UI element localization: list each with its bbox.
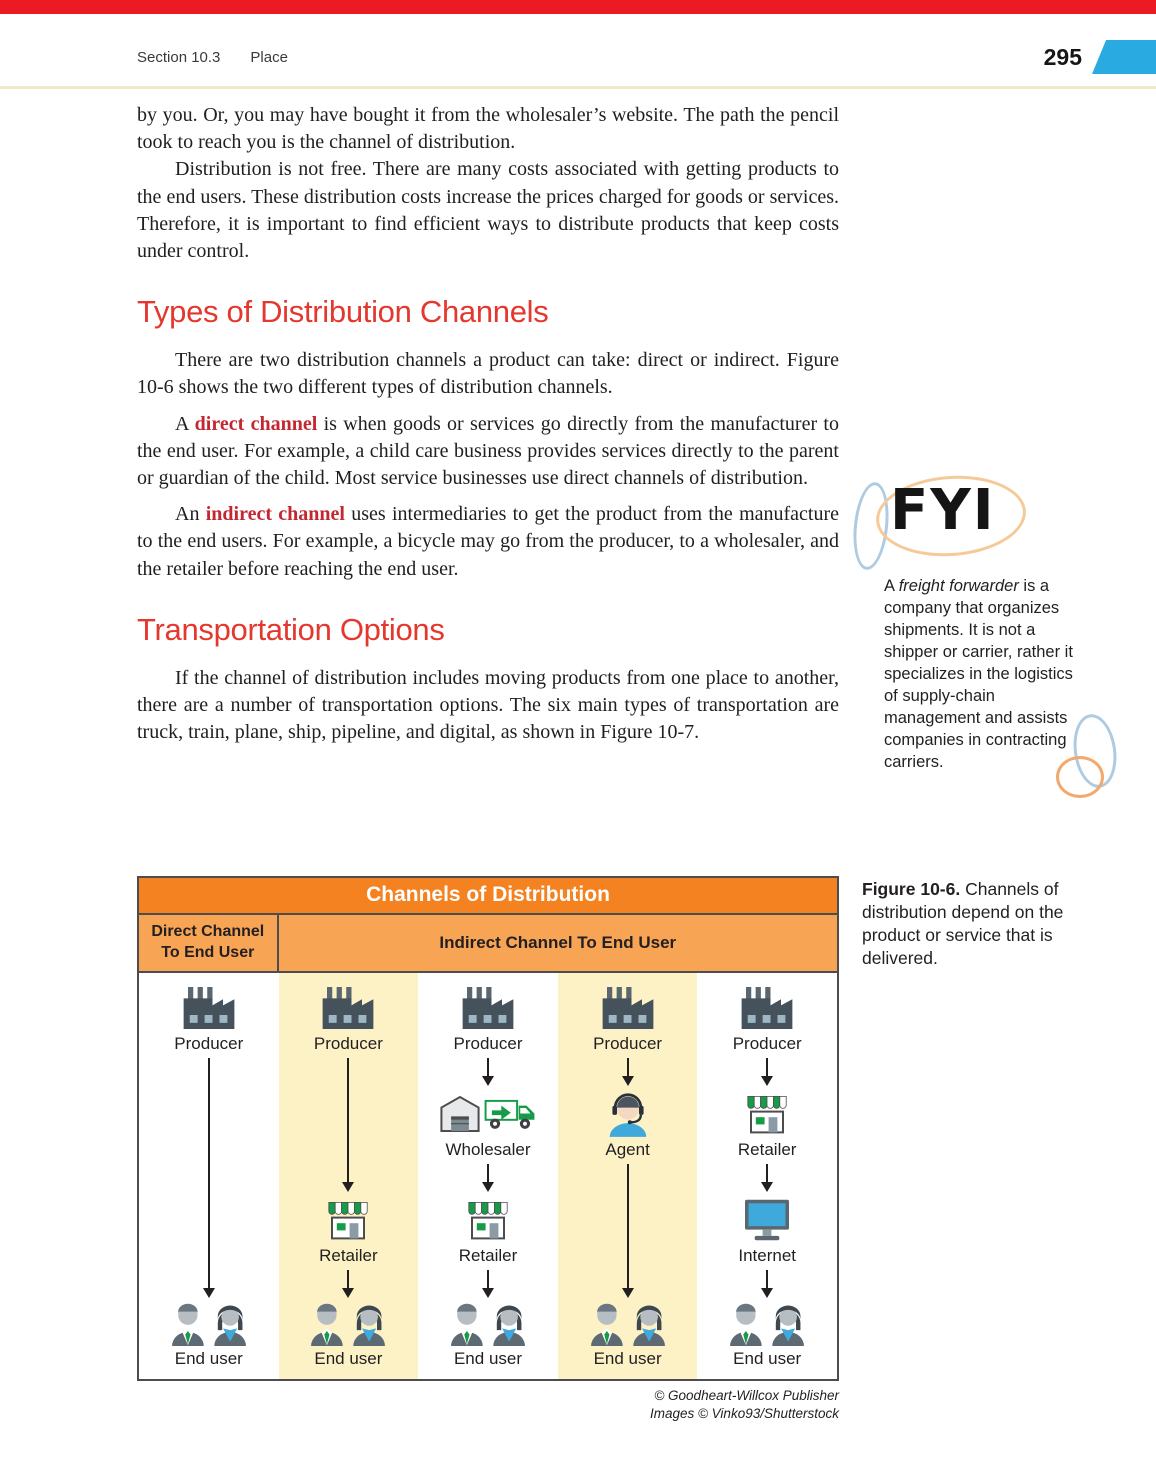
flow-arrow — [621, 1055, 634, 1089]
storefront-icon — [467, 1200, 509, 1239]
node-label: Producer — [593, 1033, 663, 1053]
key-term-indirect-channel: indirect channel — [205, 503, 345, 526]
node-label: Producer — [732, 1033, 802, 1053]
figure-caption-text: Channels of distribution depend on the p… — [862, 879, 1064, 969]
paragraph-rest: uses intermediaries to get the product f… — [137, 503, 840, 580]
fyi-lead: A — [884, 577, 899, 595]
key-term-direct-channel: direct channel — [194, 412, 318, 435]
flow-arrow — [342, 1055, 355, 1195]
channel-column-retailer: Producer Retailer End user — [278, 972, 419, 1379]
table-subheader-row: Direct Channel To End User Indirect Chan… — [139, 915, 837, 973]
main-text-column: by you. Or, you may have bought it from … — [137, 102, 839, 747]
computer-icon — [745, 1199, 790, 1240]
paragraph: There are two distribution channels a pr… — [137, 349, 839, 399]
page-number-block: 295 — [1044, 40, 1156, 74]
factory-icon — [462, 986, 514, 1029]
fyi-term-freight-forwarder: freight forwarder — [898, 577, 1019, 595]
direct-header-line2: To End User — [161, 943, 255, 961]
figure-caption-label: Figure 10-6. — [862, 879, 961, 899]
page-number: 295 — [1043, 43, 1082, 70]
end-users-icon — [590, 1303, 665, 1346]
node-label: Wholesaler — [445, 1139, 531, 1159]
factory-icon — [323, 986, 374, 1029]
paragraph-lead: A — [175, 412, 195, 435]
factory-icon — [602, 986, 653, 1029]
warehouse-icon — [440, 1095, 481, 1132]
fyi-rest: is a company that organizes shipments. I… — [884, 577, 1073, 771]
fyi-text: A freight forwarder is a company that or… — [884, 576, 1090, 773]
channel-column-internet: Producer Retailer Internet End user — [697, 973, 837, 1379]
support-agent-icon — [607, 1092, 648, 1137]
flow-arrow — [202, 1055, 215, 1301]
table-body: Producer End user Producer Retailer End … — [139, 972, 837, 1379]
channel-column-direct: Producer End user — [139, 973, 279, 1379]
running-head: Section 10.3 Place — [137, 49, 288, 66]
credit-line: Images © Vinko93/Shutterstock — [649, 1406, 839, 1422]
delivery-truck-icon — [485, 1100, 536, 1130]
node-label: End user — [174, 1348, 243, 1368]
flow-arrow — [761, 1267, 774, 1301]
channels-of-distribution-table: Channels of Distribution Direct Channel … — [137, 876, 839, 1381]
channel-column-wholesaler-retailer: Producer Wholesaler Retailer End user — [418, 973, 558, 1379]
section-heading-transportation-options: Transportation Options — [137, 611, 445, 647]
flow-arrow — [342, 1267, 355, 1301]
node-label: End user — [593, 1348, 662, 1368]
paragraph: Distribution is not free. There are many… — [137, 158, 839, 262]
storefront-icon — [328, 1200, 369, 1239]
node-label: End user — [314, 1348, 383, 1368]
section-heading-types-of-distribution-channels: Types of Distribution Channels — [137, 294, 549, 330]
end-users-icon — [730, 1303, 805, 1346]
node-label: End user — [453, 1348, 523, 1368]
end-users-icon — [311, 1303, 386, 1346]
node-label: Retailer — [737, 1139, 797, 1159]
paragraph: A direct channel is when goods or servic… — [137, 411, 839, 493]
indirect-channel-header: Indirect Channel To End User — [439, 932, 677, 952]
node-label: Producer — [453, 1033, 523, 1053]
wholesaler-icons — [439, 1095, 536, 1133]
direct-channel-header: Direct Channel To End User — [139, 915, 279, 971]
section-title: Place — [250, 48, 288, 66]
paragraph: An indirect channel uses intermediaries … — [137, 501, 839, 583]
flow-arrow — [481, 1161, 494, 1195]
end-users-icon — [451, 1303, 525, 1346]
factory-icon — [741, 986, 793, 1029]
page-header: Section 10.3 Place 295 — [137, 40, 1156, 74]
figure-caption: Figure 10-6. Channels of distribution de… — [862, 878, 1100, 970]
flow-arrow — [481, 1055, 494, 1089]
table-title: Channels of Distribution — [139, 878, 837, 915]
node-label: Retailer — [319, 1245, 378, 1265]
node-label: Agent — [605, 1139, 650, 1159]
paragraph: If the channel of distribution includes … — [137, 666, 839, 744]
node-label: End user — [733, 1348, 802, 1368]
figure-credits: © Goodheart-Willcox Publisher Images © V… — [137, 1387, 839, 1425]
paragraph: by you. Or, you may have bought it from … — [137, 104, 839, 154]
flow-arrow — [761, 1161, 774, 1195]
flow-arrow — [621, 1161, 634, 1301]
section-label: Section 10.3 — [137, 48, 221, 66]
orange-circle-decoration — [1056, 756, 1104, 798]
figure-10-6: Channels of Distribution Direct Channel … — [137, 876, 839, 1424]
end-users-icon — [171, 1303, 246, 1346]
storefront-icon — [746, 1094, 788, 1133]
fyi-title: FYI — [890, 478, 996, 543]
header-rule — [0, 86, 1156, 89]
credit-line: © Goodheart-Willcox Publisher — [654, 1387, 839, 1403]
channel-column-agent: Producer Agent End user — [557, 972, 698, 1379]
flow-arrow — [481, 1267, 494, 1301]
fyi-logo: FYI — [849, 468, 1108, 572]
fyi-sidebar: FYI A freight forwarder is a company tha… — [849, 468, 1121, 798]
page-number-tab — [1092, 40, 1156, 74]
paragraph-lead: An — [175, 503, 206, 526]
node-label: Producer — [313, 1033, 383, 1053]
node-label: Retailer — [458, 1245, 518, 1265]
flow-arrow — [761, 1055, 774, 1089]
direct-header-line1: Direct Channel — [151, 923, 265, 940]
factory-icon — [183, 986, 235, 1029]
node-label: Producer — [174, 1033, 244, 1053]
top-red-bar — [0, 0, 1156, 14]
node-label: Internet — [738, 1245, 797, 1265]
paragraph-rest: is when goods or services go directly fr… — [137, 412, 839, 490]
